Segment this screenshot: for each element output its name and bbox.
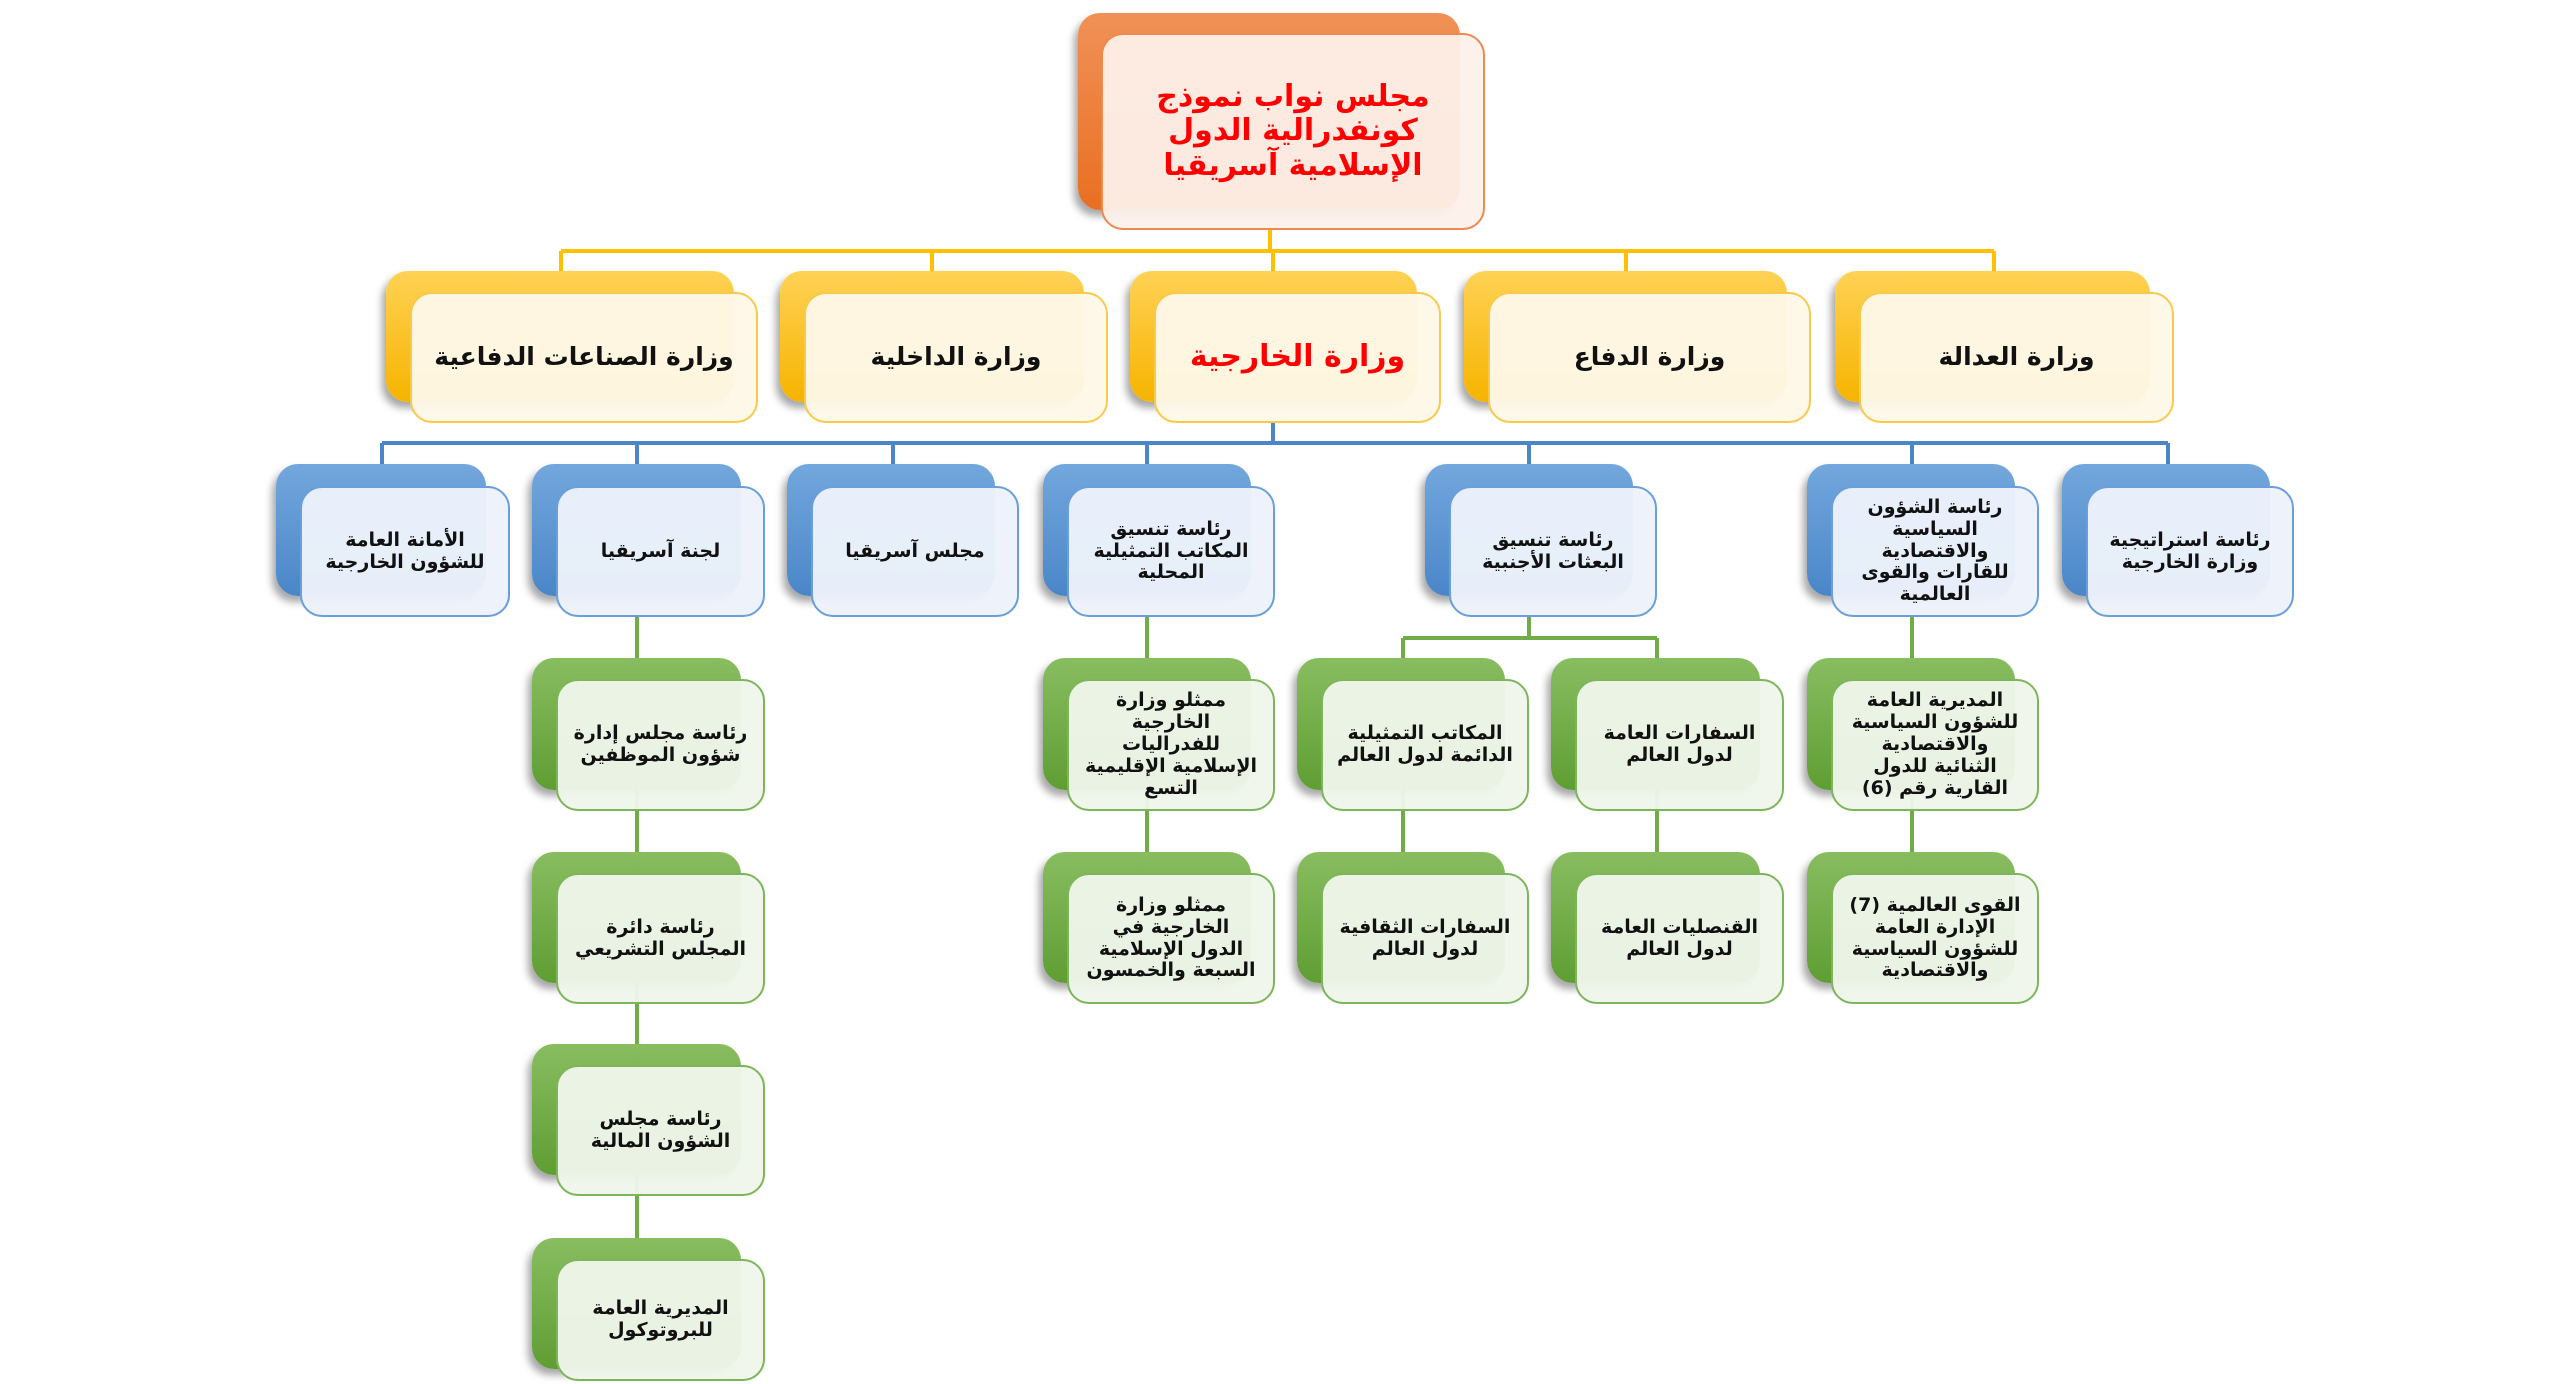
dept-label: الأمانة العامة للشؤون الخارجية (300, 486, 510, 617)
ministry-label: وزارة الدفاع (1488, 292, 1811, 423)
unit-label: السفارات العامة لدول العالم (1575, 679, 1784, 811)
unit-label: رئاسة مجلس الشؤون المالية (556, 1065, 765, 1196)
unit-label: رئاسة مجلس إدارة شؤون الموظفين (556, 679, 765, 811)
root-title: مجلس نواب نموذج كونفدرالية الدول الإسلام… (1101, 33, 1485, 230)
ministry-label: وزارة الداخلية (804, 292, 1108, 423)
unit-label: المديرية العامة للشؤون السياسية والاقتصا… (1831, 679, 2039, 811)
dept-label: رئاسة استراتيجية وزارة الخارجية (2086, 486, 2294, 617)
dept-label: رئاسة الشؤون السياسية والاقتصادية للقارا… (1831, 486, 2039, 617)
unit-label: المديرية العامة للبروتوكول (556, 1259, 765, 1381)
ministry-label: وزارة الخارجية (1154, 292, 1441, 423)
dept-label: رئاسة تنسيق البعثات الأجنبية (1449, 486, 1657, 617)
unit-label: ممثلو وزارة الخارجية في الدول الإسلامية … (1067, 873, 1275, 1004)
dept-label: مجلس آسريقيا (811, 486, 1019, 617)
unit-label: رئاسة دائرة المجلس التشريعي (556, 873, 765, 1004)
dept-label: رئاسة تنسيق المكاتب التمثيلية المحلية (1067, 486, 1275, 617)
unit-label: القوى العالمية (7) الإدارة العامة للشؤون… (1831, 873, 2039, 1004)
dept-label: لجنة آسريقيا (556, 486, 765, 617)
unit-label: ممثلو وزارة الخارجية للفدراليات الإسلامي… (1067, 679, 1275, 811)
unit-label: المكاتب التمثيلية الدائمة لدول العالم (1321, 679, 1529, 811)
unit-label: السفارات الثقافية لدول العالم (1321, 873, 1529, 1004)
ministry-label: وزارة العدالة (1859, 292, 2174, 423)
unit-label: القنصليات العامة لدول العالم (1575, 873, 1784, 1004)
ministry-label: وزارة الصناعات الدفاعية (410, 292, 758, 423)
